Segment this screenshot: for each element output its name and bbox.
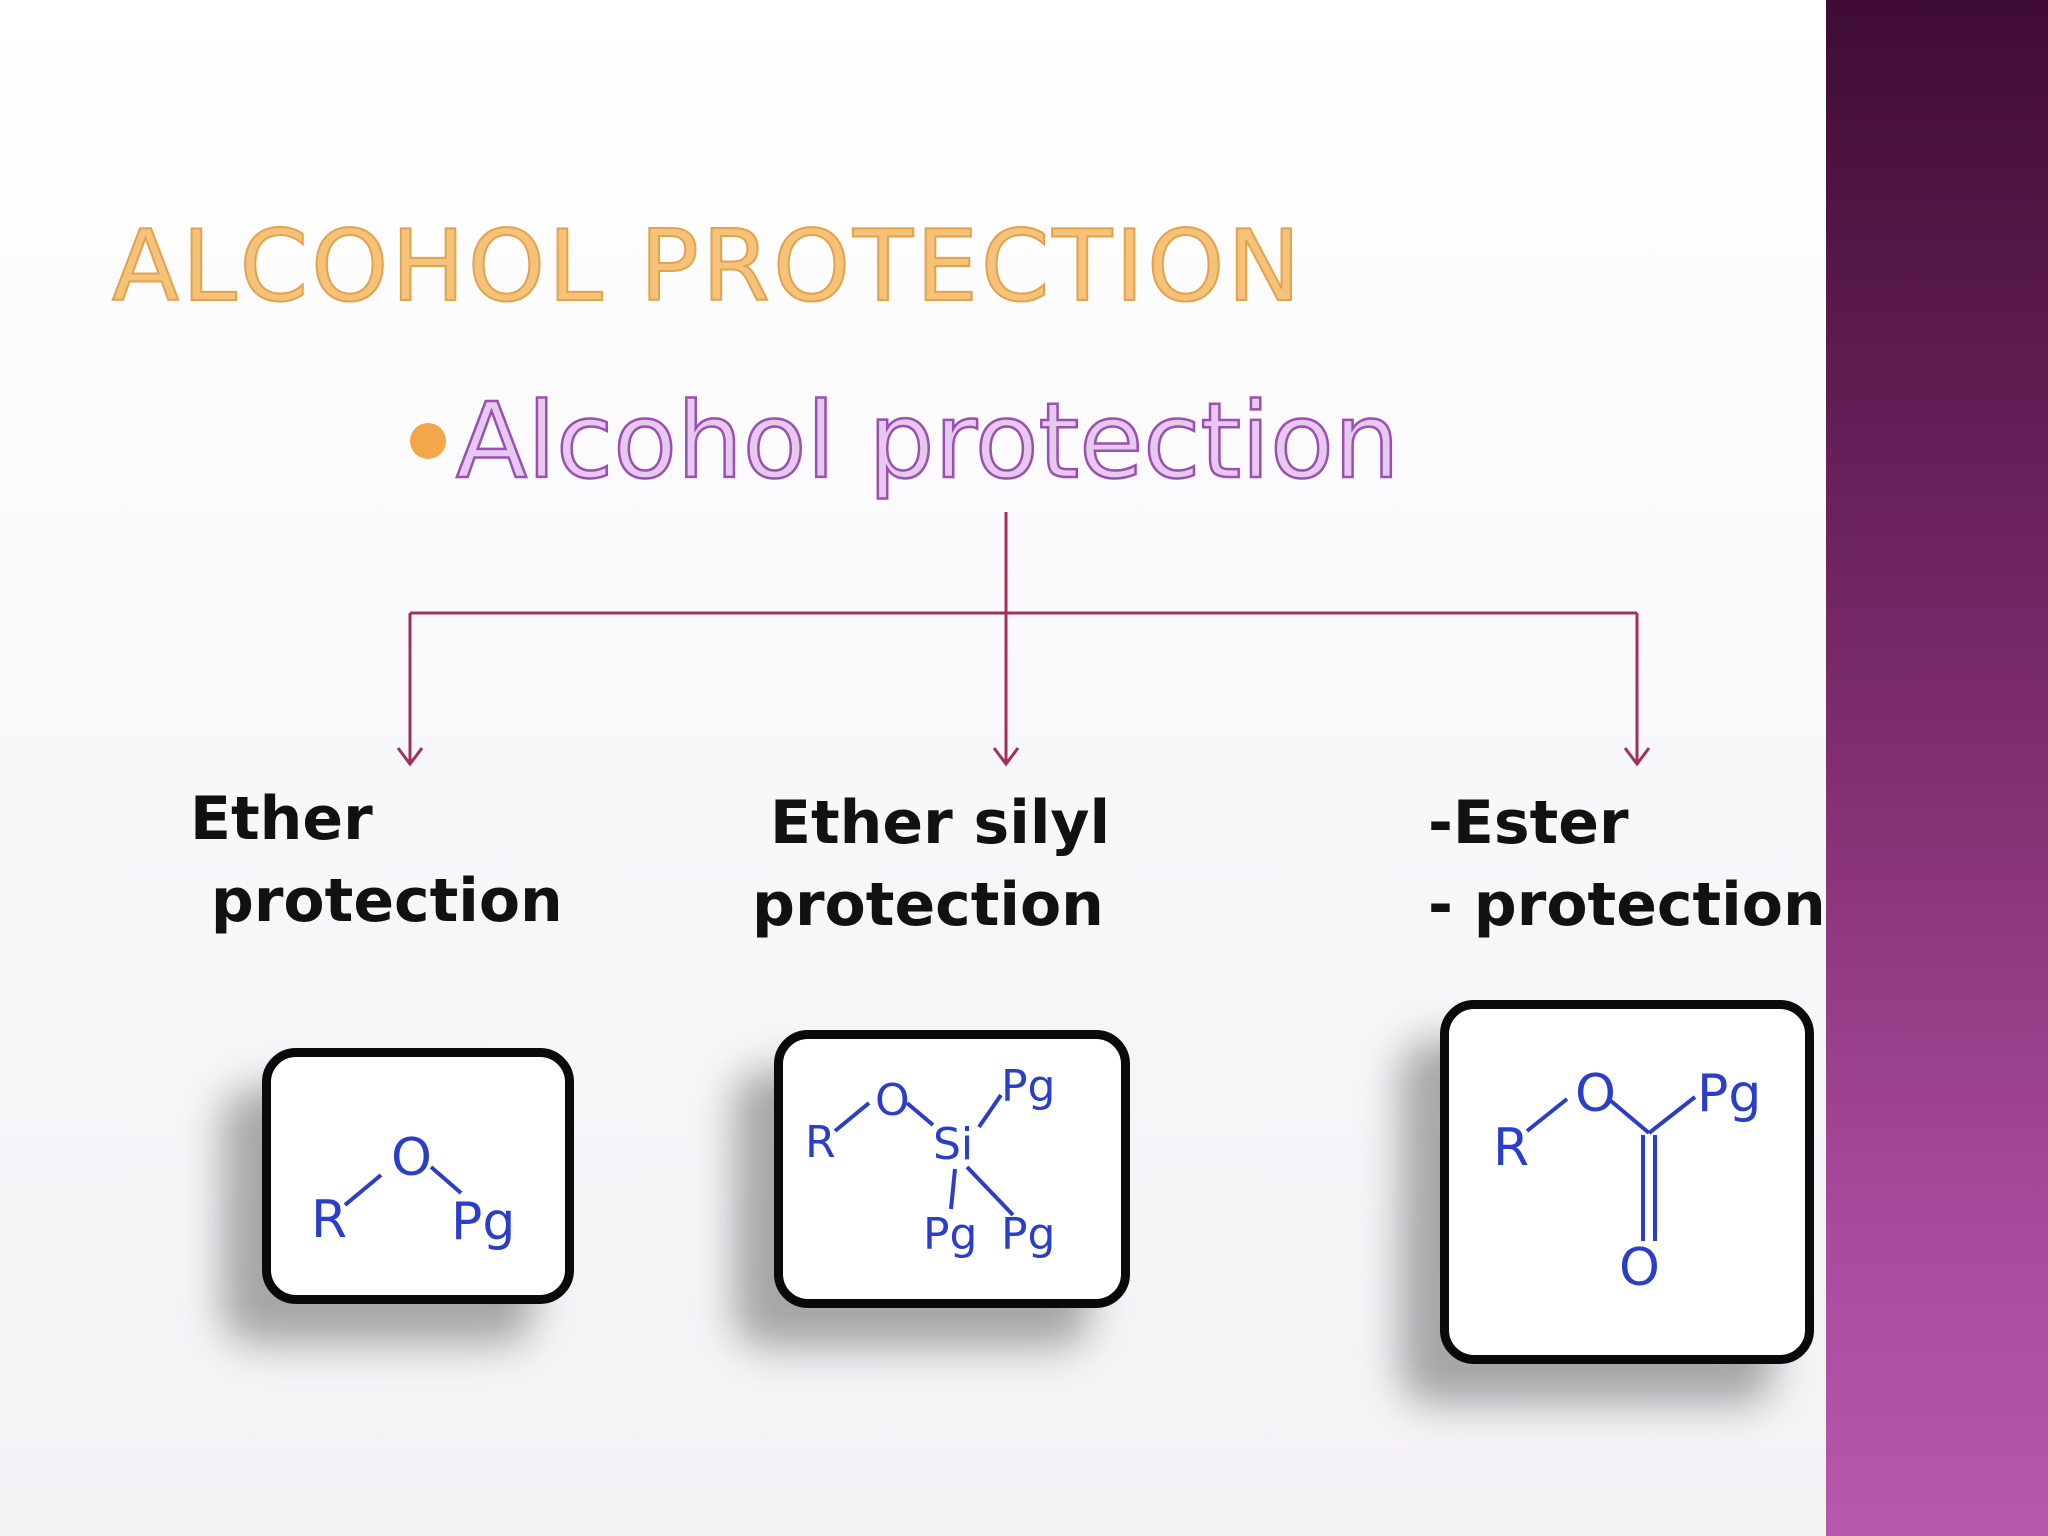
- branch-label-ester: -Ester - protection: [1428, 788, 1826, 940]
- atom-pg-bottom-left: Pg: [923, 1209, 977, 1260]
- structure-card-ether: R O Pg: [262, 1048, 574, 1304]
- branch-label-ether-silyl: Ether silyl protection: [752, 788, 1111, 940]
- atom-o-carbonyl: O: [1619, 1238, 1660, 1298]
- atom-r: R: [1493, 1118, 1529, 1178]
- atom-o: O: [391, 1128, 432, 1188]
- main-heading: Alcohol protection: [410, 379, 1401, 504]
- structure-card-ester: R O Pg O: [1440, 1000, 1814, 1364]
- atom-pg: Pg: [1697, 1064, 1761, 1124]
- arrowhead-2: [992, 747, 1020, 767]
- arrowhead-1: [396, 747, 424, 767]
- branch-label-ether: Ether protection: [190, 784, 563, 936]
- bullet-icon: [410, 423, 446, 459]
- atom-pg-top: Pg: [1001, 1061, 1055, 1112]
- slide-title: ALCOHOL PROTECTION: [111, 209, 1304, 325]
- ester-structure: R O Pg O: [1493, 1064, 1761, 1298]
- atom-r: R: [311, 1190, 347, 1250]
- arrowhead-3: [1623, 747, 1651, 767]
- atom-pg: Pg: [451, 1192, 515, 1252]
- structure-card-ether-silyl: R O Si Pg Pg Pg: [774, 1030, 1130, 1308]
- tree-connectors: [396, 512, 1651, 767]
- ether-structure: R O Pg: [311, 1128, 515, 1252]
- atom-o-ether: O: [1575, 1064, 1616, 1124]
- atom-pg-bottom-right: Pg: [1001, 1209, 1055, 1260]
- atom-si: Si: [933, 1119, 973, 1170]
- main-heading-text: Alcohol protection: [455, 379, 1401, 504]
- atom-o: O: [875, 1075, 910, 1126]
- atom-r: R: [805, 1117, 836, 1168]
- silyl-ether-structure: R O Si Pg Pg Pg: [805, 1061, 1055, 1260]
- side-decoration-band: [1826, 0, 2048, 1536]
